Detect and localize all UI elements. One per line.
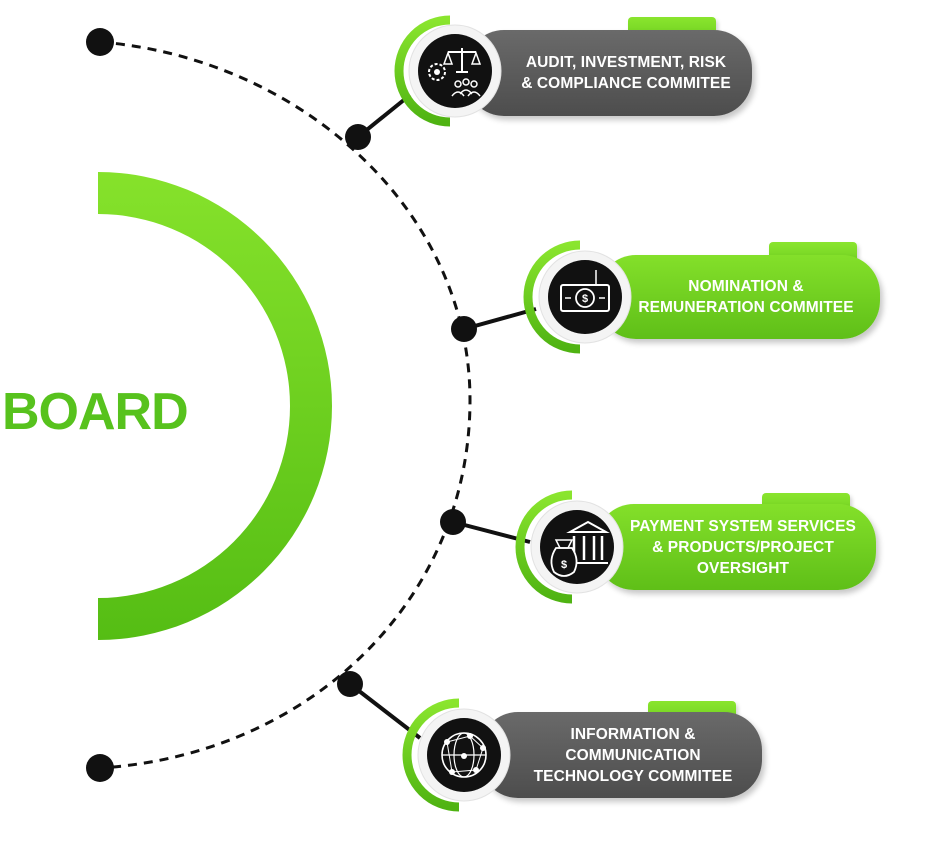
committee-pill-ict: INFORMATION & COMMUNICATION TECHNOLOGY C… [480, 712, 762, 798]
arc-end-dot [86, 754, 114, 782]
committee-label-line: COMMUNICATION [565, 746, 701, 764]
committee-pill-nomination: NOMINATION & REMUNERATION COMMITEE [598, 255, 880, 339]
connector-node-2 [451, 316, 477, 342]
committee-pill-audit: AUDIT, INVESTMENT, RISK & COMPLIANCE COM… [466, 30, 752, 116]
committee-label-line: & COMPLIANCE COMMITEE [521, 75, 731, 92]
committee-label-line: INFORMATION & [570, 725, 696, 743]
connector-node-3 [440, 509, 466, 535]
connector-node-4 [337, 671, 363, 697]
board-arc [98, 172, 332, 640]
connector-line-4 [348, 682, 422, 740]
committee-label-line: TECHNOLOGY COMMITEE [533, 767, 733, 785]
committee-label-line: & PRODUCTS/PROJECT [652, 538, 834, 556]
committee-label-line: REMUNERATION COMMITEE [638, 299, 854, 316]
network-globe-icon [402, 698, 511, 812]
svg-text:$: $ [582, 293, 588, 305]
compliance-scales-icon [394, 15, 502, 127]
connector-node-1 [345, 124, 371, 150]
board-title: BOARD [2, 383, 189, 441]
committee-pill-payment: PAYMENT SYSTEM SERVICES & PRODUCTS/PROJE… [596, 504, 876, 590]
bank-money-bag-icon: $ [515, 490, 624, 604]
committee-label-line: AUDIT, INVESTMENT, RISK [525, 54, 727, 71]
committee-label-line: PAYMENT SYSTEM SERVICES [630, 517, 856, 535]
dashed-arc [99, 40, 472, 770]
committee-label-line: NOMINATION & [688, 278, 804, 295]
committee-label-line: OVERSIGHT [696, 559, 790, 577]
money-bill-icon: $ [523, 240, 632, 354]
arc-start-dot [86, 28, 114, 56]
svg-text:$: $ [561, 559, 567, 571]
